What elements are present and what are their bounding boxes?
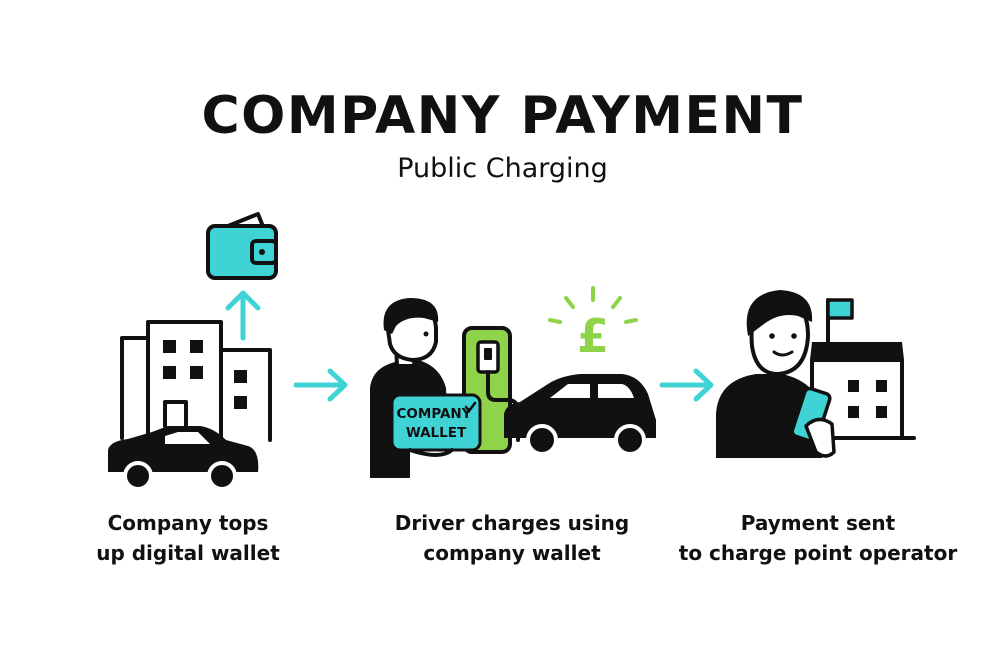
step-2-caption-line2: company wallet: [423, 541, 601, 565]
page-title: COMPANY PAYMENT: [201, 86, 804, 146]
page-subtitle: Public Charging: [397, 153, 608, 184]
arrow-right-icon: [293, 368, 348, 402]
step-3-illustration: [716, 290, 916, 458]
pound-sign-icon: £: [548, 286, 638, 363]
wallet-card-line1: COMPANY: [397, 406, 472, 422]
charging-car-icon: [504, 374, 656, 456]
step-1-caption-line1: Company tops: [107, 511, 269, 535]
arrow-right-icon: [659, 368, 714, 402]
wallet-card-line2: WALLET: [406, 425, 467, 441]
step-3-caption-line1: Payment sent: [740, 511, 896, 535]
step-3-caption-line2: to charge point operator: [678, 541, 958, 565]
office-building-icon: [120, 320, 272, 444]
wallet-icon: [206, 212, 278, 280]
step-1-caption-line2: up digital wallet: [96, 541, 280, 565]
pound-symbol: £: [577, 309, 609, 363]
step-1-illustration: [108, 212, 278, 491]
step-2-caption: Driver charges using company wallet: [362, 508, 662, 568]
arrow-up-icon: [225, 290, 261, 341]
step-2-caption-line1: Driver charges using: [394, 511, 630, 535]
step-1-caption: Company tops up digital wallet: [38, 508, 338, 568]
step-2-illustration: COMPANY WALLET £: [370, 286, 656, 478]
car-icon: [108, 426, 259, 491]
person-with-phone-icon: [716, 290, 836, 458]
company-wallet-card: COMPANY WALLET: [390, 393, 482, 457]
step-3-caption: Payment sent to charge point operator: [668, 508, 968, 568]
